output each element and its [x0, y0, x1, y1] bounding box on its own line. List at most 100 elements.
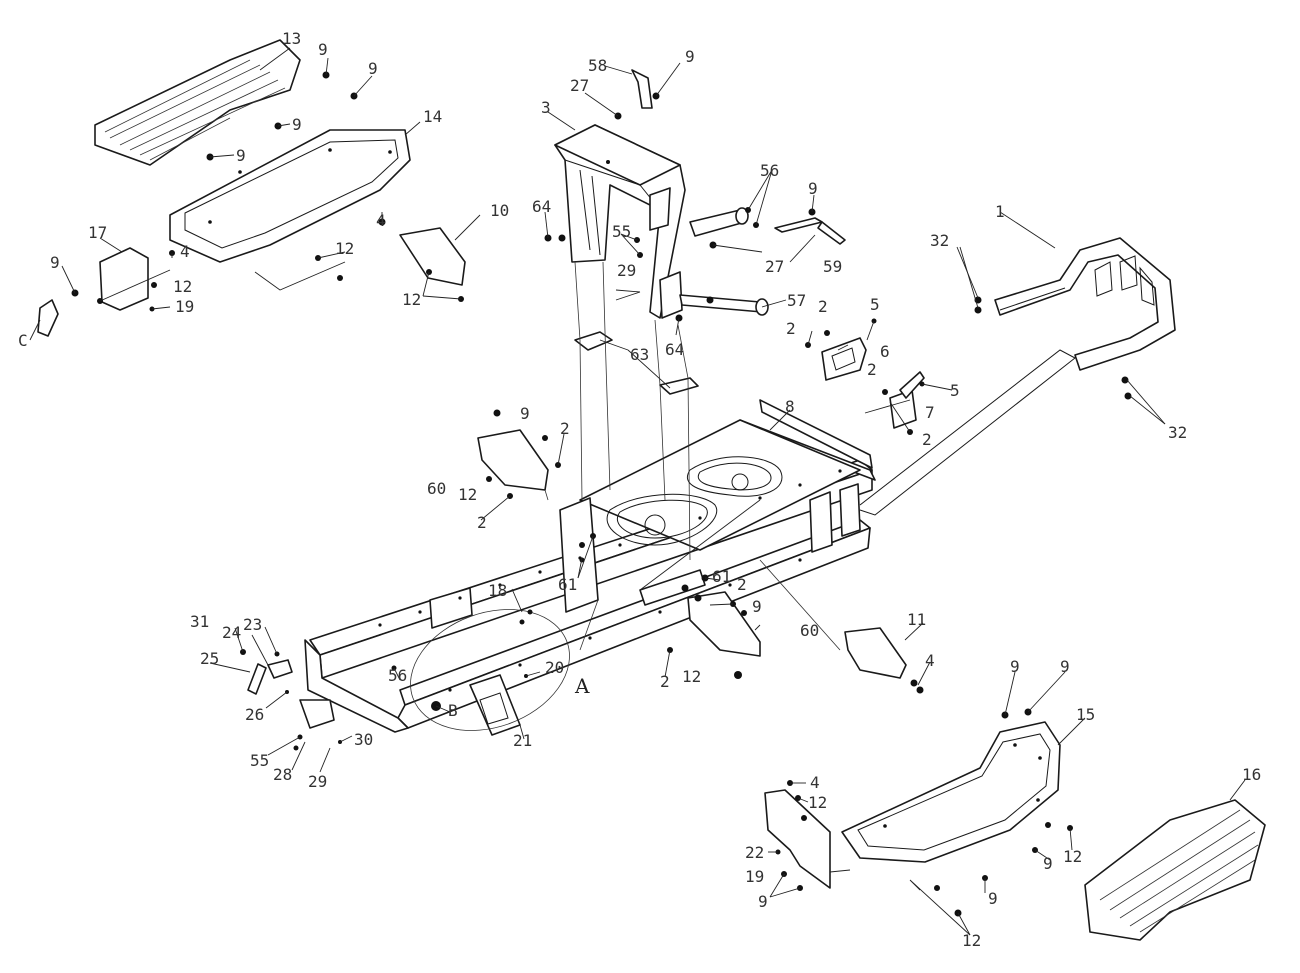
callout-26: 26 [245, 705, 264, 724]
plate-c [37, 299, 59, 337]
callout-14: 14 [423, 107, 442, 126]
callout-7: 7 [925, 403, 935, 422]
callout-27: 27 [765, 257, 784, 276]
callout-18: 18 [488, 581, 507, 600]
seat-cushion-right [1084, 799, 1266, 941]
footrest-bracket [399, 227, 466, 286]
main-frame [304, 399, 876, 736]
bracket-60-lower [687, 591, 761, 657]
callout-9: 9 [1043, 854, 1053, 873]
callout-19: 19 [175, 297, 194, 316]
callout-64: 64 [532, 197, 551, 216]
callout-12: 12 [962, 931, 981, 950]
callout-12: 12 [682, 667, 701, 686]
callout-8: 8 [785, 397, 795, 416]
detail-a-label: A [574, 674, 590, 698]
callout-9: 9 [50, 253, 60, 272]
callout-2: 2 [867, 360, 877, 379]
callout-23: 23 [243, 615, 262, 634]
rear-bumper [994, 237, 1176, 371]
callout-9: 9 [520, 404, 530, 423]
callout-5: 5 [950, 381, 960, 400]
callout-25: 25 [200, 649, 219, 668]
callout-4: 4 [376, 211, 386, 230]
callout-9: 9 [236, 146, 246, 165]
callout-B: B [448, 701, 458, 720]
callout-12: 12 [458, 485, 477, 504]
callout-24: 24 [222, 623, 241, 642]
footrest-left [169, 129, 411, 263]
callout-12: 12 [808, 793, 827, 812]
callout-labels: 1 2 2 2 2 2 2 2 2 2 3 4 4 4 4 5 5 6 7 8 … [18, 29, 1261, 950]
assembly-lines [544, 261, 841, 651]
callout-56: 56 [760, 161, 779, 180]
callout-56: 56 [388, 666, 407, 685]
callout-55: 55 [250, 751, 269, 770]
callout-64: 64 [665, 340, 684, 359]
bracket-17 [99, 247, 149, 311]
callout-3: 3 [541, 98, 551, 117]
callout-12: 12 [335, 239, 354, 258]
callout-6: 6 [880, 342, 890, 361]
callout-32: 32 [930, 231, 949, 250]
clip-58 [631, 69, 653, 109]
callout-29: 29 [308, 772, 327, 791]
callout-2: 2 [477, 513, 487, 532]
callout-30: 30 [354, 730, 373, 749]
seat-upright [554, 124, 686, 319]
callout-2: 2 [560, 419, 570, 438]
callout-61: 61 [558, 575, 577, 594]
callout-29: 29 [617, 261, 636, 280]
callout-27: 27 [570, 76, 589, 95]
callout-17: 17 [88, 223, 107, 242]
callout-60: 60 [427, 479, 446, 498]
callout-16: 16 [1242, 765, 1261, 784]
callout-12: 12 [402, 290, 421, 309]
callout-9: 9 [685, 47, 695, 66]
callout-9: 9 [368, 59, 378, 78]
callout-9: 9 [808, 179, 818, 198]
footrest-right [841, 721, 1061, 863]
leader-lines [29, 47, 1246, 936]
callout-9: 9 [988, 889, 998, 908]
bumper-link-rod [859, 349, 1076, 516]
callout-11: 11 [907, 610, 926, 629]
callout-61: 61 [712, 567, 731, 586]
callout-9: 9 [1060, 657, 1070, 676]
callout-9: 9 [318, 40, 328, 59]
latch-brackets [821, 337, 925, 429]
callout-22: 22 [745, 843, 764, 862]
callout-2: 2 [660, 672, 670, 691]
callout-63: 63 [630, 345, 649, 364]
callout-9: 9 [292, 115, 302, 134]
callout-2: 2 [818, 297, 828, 316]
plate-63a [574, 331, 613, 351]
callout-9: 9 [1010, 657, 1020, 676]
callout-1: 1 [995, 202, 1005, 221]
callout-5: 5 [870, 295, 880, 314]
callout-57: 57 [787, 291, 806, 310]
front-linkage-parts [247, 659, 335, 729]
callout-21: 21 [513, 731, 532, 750]
callout-4: 4 [810, 773, 820, 792]
callout-9: 9 [752, 597, 762, 616]
detail-a-outline [410, 609, 570, 731]
seat-cushion-left [94, 39, 301, 166]
callout-31: 31 [190, 612, 209, 631]
callout-28: 28 [273, 765, 292, 784]
callout-20: 20 [545, 658, 564, 677]
callout-C: C [18, 331, 28, 350]
bracket-22 [764, 789, 831, 889]
callout-13: 13 [282, 29, 301, 48]
callout-55: 55 [612, 222, 631, 241]
callout-2: 2 [737, 575, 747, 594]
callout-19: 19 [745, 867, 764, 886]
callout-32: 32 [1168, 423, 1187, 442]
callout-9: 9 [758, 892, 768, 911]
callout-2: 2 [922, 430, 932, 449]
callout-59: 59 [823, 257, 842, 276]
bracket-11 [844, 627, 907, 679]
callout-12: 12 [173, 277, 192, 296]
